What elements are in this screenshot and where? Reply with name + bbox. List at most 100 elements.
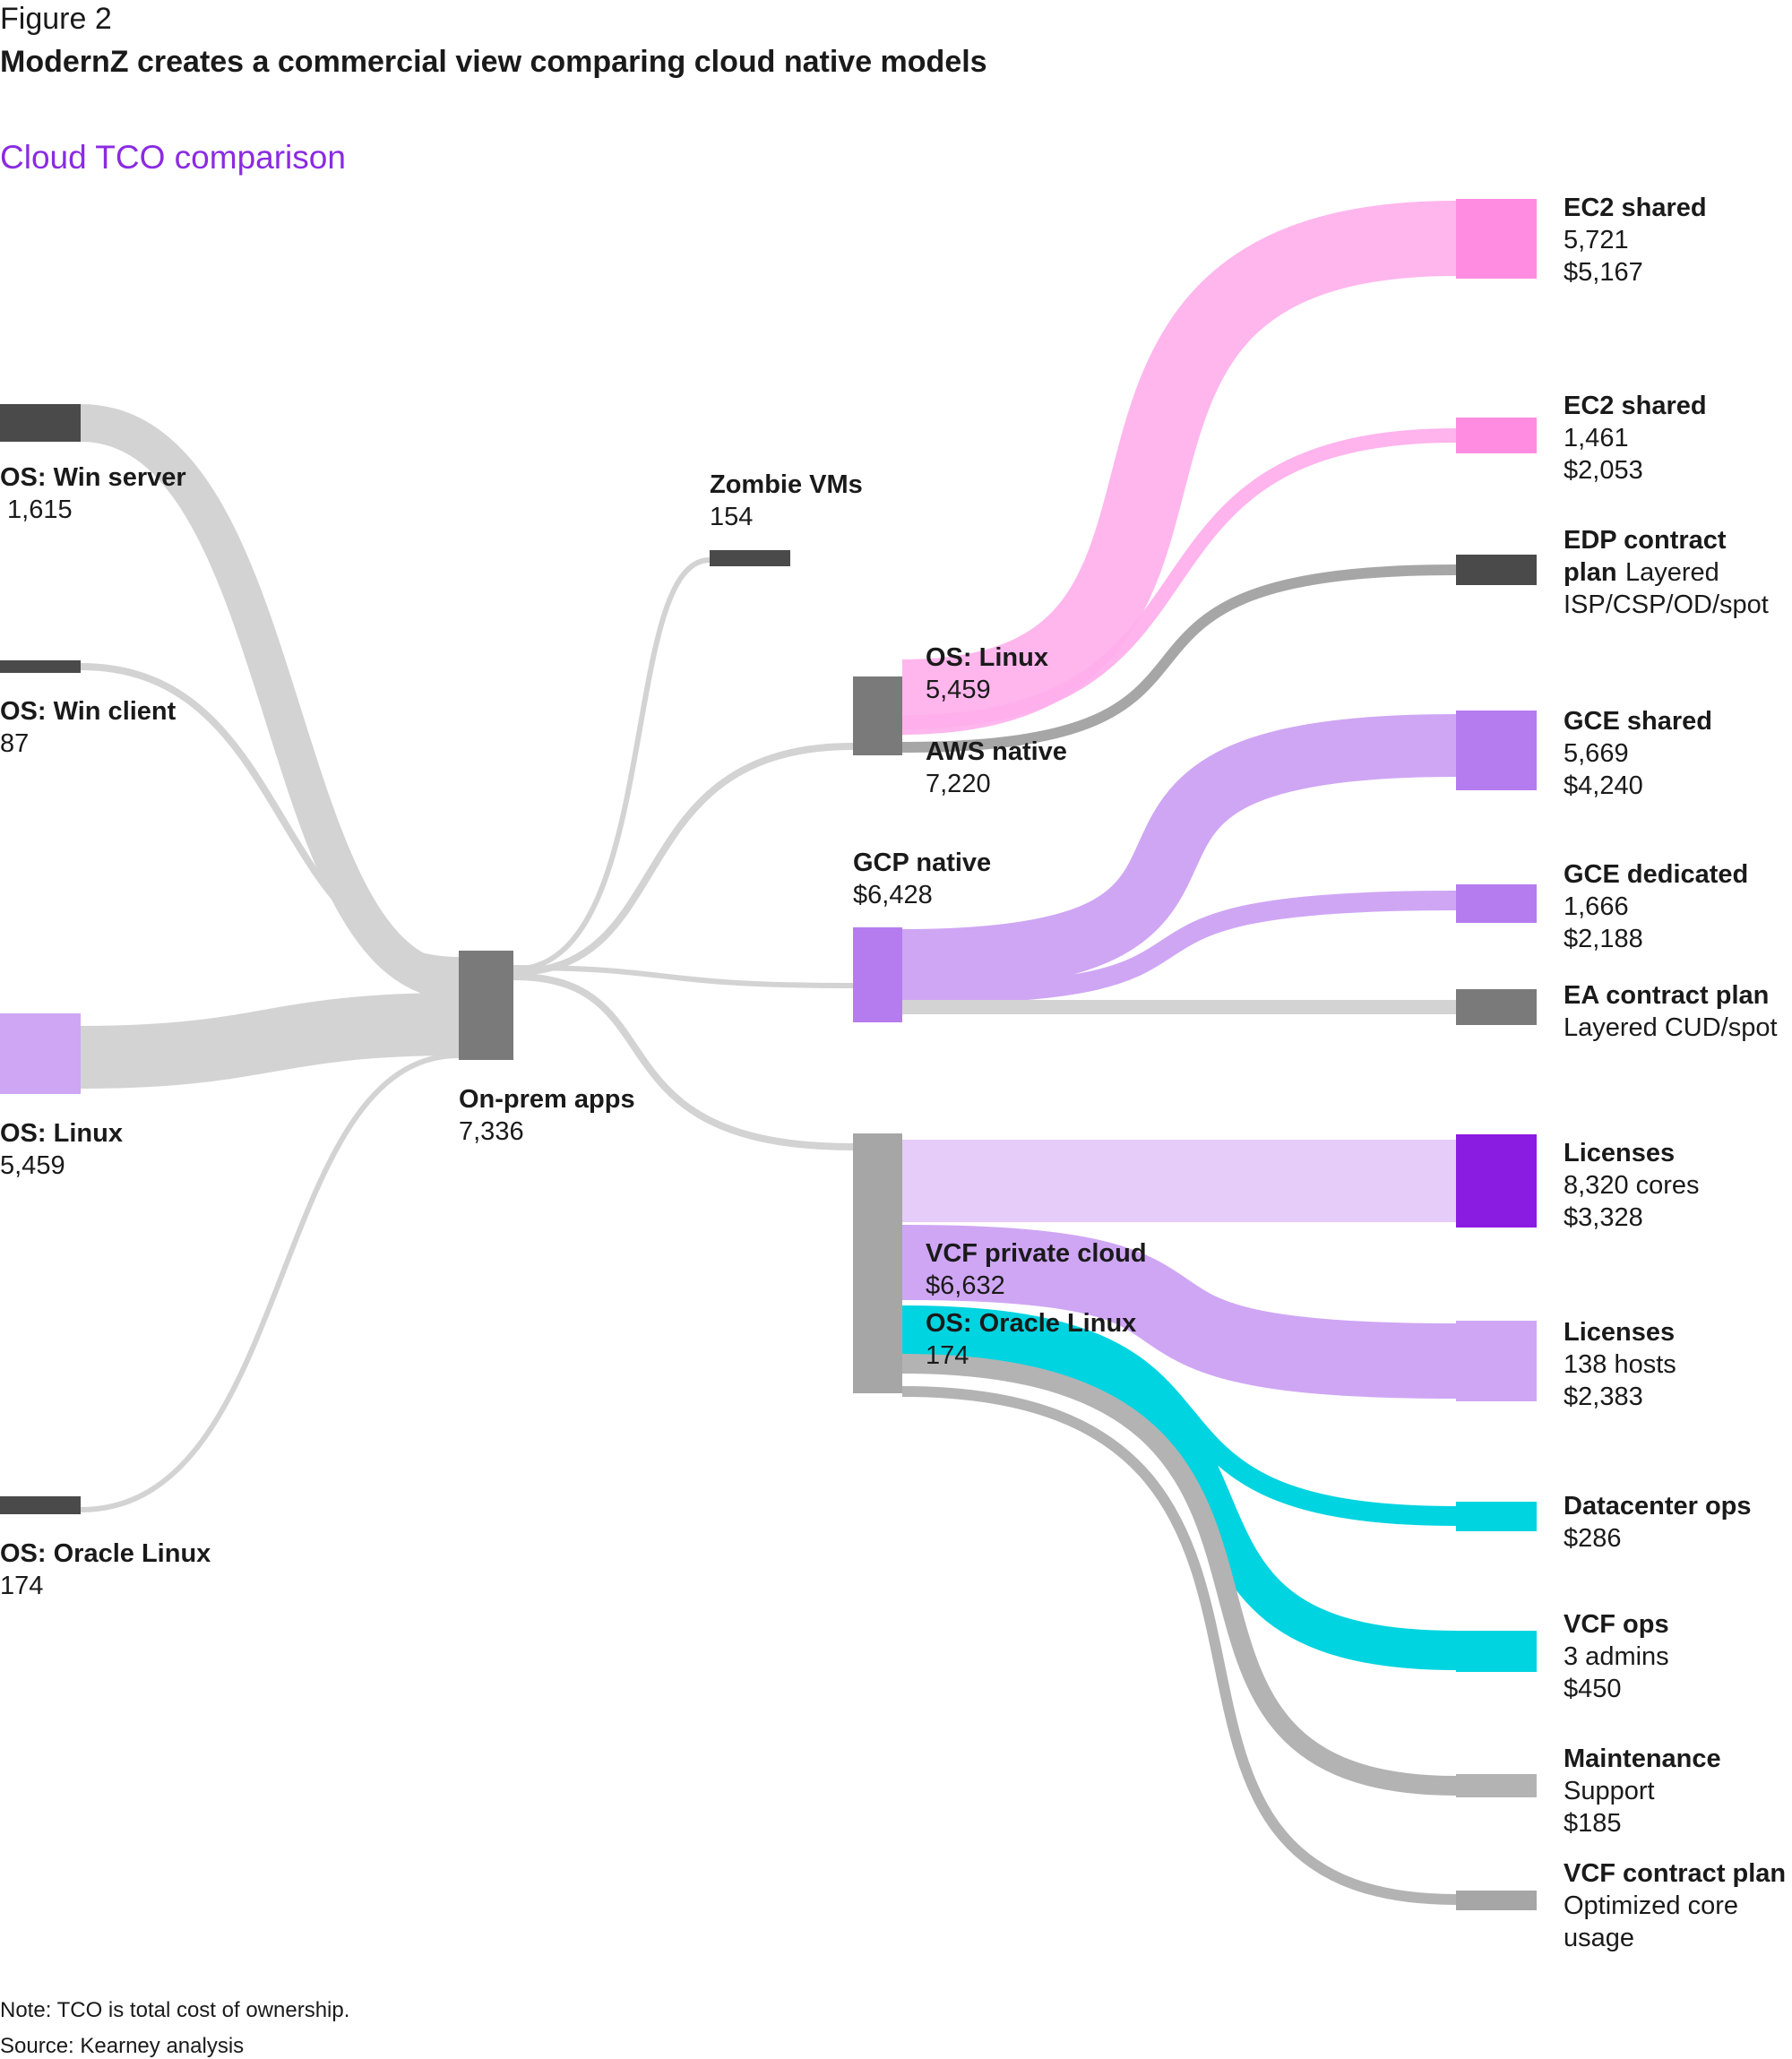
links-left bbox=[79, 404, 461, 1512]
node-gce-dedicated bbox=[1456, 884, 1537, 923]
link-win-client-onprem bbox=[80, 663, 460, 964]
label-ea-line2: Layered CUD/spot bbox=[1564, 1013, 1778, 1042]
node-ea bbox=[1456, 989, 1537, 1025]
node-ec2-shared-a bbox=[1456, 199, 1537, 279]
figure-subtitle: Cloud TCO comparison bbox=[0, 139, 346, 176]
link-oracle-onprem bbox=[80, 1053, 460, 1512]
label-lic-cores-name: Licenses bbox=[1564, 1139, 1675, 1167]
node-licenses-cores bbox=[1456, 1134, 1537, 1228]
label-aws-linux-name: OS: Linux bbox=[926, 643, 1048, 672]
link-onprem-aws bbox=[513, 743, 854, 976]
links-gcp bbox=[901, 714, 1457, 1015]
label-gcp-value: $6,428 bbox=[853, 881, 933, 909]
nodes bbox=[0, 199, 1537, 1910]
node-maintenance bbox=[1456, 1774, 1537, 1797]
label-gce-shared-name: GCE shared bbox=[1564, 707, 1712, 736]
link-gcp-gce-dedicated bbox=[901, 891, 1457, 1004]
label-aws-value: 7,220 bbox=[926, 770, 991, 798]
label-ec2-a-line3: $5,167 bbox=[1564, 258, 1643, 287]
link-vcf-vcf-ops bbox=[901, 1317, 1457, 1670]
label-gce-shared-line2: 5,669 bbox=[1564, 739, 1629, 768]
figure-title: ModernZ creates a commercial view compar… bbox=[0, 45, 987, 79]
label-dc-ops-line2: $286 bbox=[1564, 1524, 1622, 1553]
label-vcf-ops-name: VCF ops bbox=[1564, 1610, 1669, 1639]
node-gce-shared bbox=[1456, 711, 1537, 790]
link-gcp-gce-shared bbox=[901, 714, 1457, 992]
node-win-server bbox=[0, 404, 81, 442]
label-oracle-value: 174 bbox=[0, 1572, 43, 1600]
links-vcf bbox=[901, 1140, 1457, 1905]
label-linux-name: OS: Linux bbox=[0, 1119, 123, 1148]
label-maint-line3: $185 bbox=[1564, 1809, 1622, 1838]
label-lic-hosts-line3: $2,383 bbox=[1564, 1383, 1643, 1411]
link-vcf-licenses-hosts bbox=[901, 1225, 1457, 1399]
label-gce-dedicated-line2: 1,666 bbox=[1564, 892, 1629, 921]
link-vcf-maintenance bbox=[901, 1354, 1457, 1796]
label-win-server-name: OS: Win server bbox=[0, 463, 186, 492]
label-maint-line2: Support bbox=[1564, 1777, 1655, 1805]
node-licenses-hosts bbox=[1456, 1321, 1537, 1401]
label-gce-shared-line3: $4,240 bbox=[1564, 771, 1643, 800]
label-onprem-value: 7,336 bbox=[459, 1117, 524, 1146]
label-gcp-name: GCP native bbox=[853, 849, 991, 877]
label-zombie-value: 154 bbox=[710, 503, 753, 531]
node-vcf-contract bbox=[1456, 1891, 1537, 1910]
label-aws-linux-value: 5,459 bbox=[926, 676, 991, 704]
label-lic-hosts-line2: 138 hosts bbox=[1564, 1350, 1676, 1379]
node-dc-ops bbox=[1456, 1502, 1537, 1531]
label-linux-value: 5,459 bbox=[0, 1151, 65, 1180]
link-aws-ec2-shared-a bbox=[901, 201, 1457, 735]
label-ec2-b-name: EC2 shared bbox=[1564, 392, 1707, 420]
links-aws bbox=[901, 201, 1457, 753]
node-ec2-shared-b bbox=[1456, 418, 1537, 453]
node-win-client bbox=[0, 660, 81, 673]
label-gce-dedicated-line3: $2,188 bbox=[1564, 925, 1643, 953]
label-zombie-name: Zombie VMs bbox=[710, 470, 863, 499]
label-lic-hosts-name: Licenses bbox=[1564, 1318, 1675, 1347]
label-vcf-ops-line2: 3 admins bbox=[1564, 1642, 1669, 1671]
label-edp-name2: plan bbox=[1564, 558, 1617, 587]
link-win-server-onprem bbox=[79, 404, 461, 1000]
label-win-server-value: 1,615 bbox=[0, 495, 73, 524]
label-dc-ops-name: Datacenter ops bbox=[1564, 1492, 1752, 1521]
node-linux bbox=[0, 1013, 81, 1094]
links-center bbox=[513, 557, 854, 1150]
footnote: Note: TCO is total cost of ownership. bbox=[0, 1998, 350, 2022]
label-onprem-name: On-prem apps bbox=[459, 1085, 635, 1114]
link-onprem-zombie bbox=[513, 557, 711, 972]
labels: OS: Win server 1,615 OS: Win client 87 O… bbox=[0, 194, 1786, 1952]
label-edp-line2: Layered bbox=[1625, 558, 1719, 587]
label-win-client-value: 87 bbox=[0, 729, 29, 758]
label-vcf-value: $6,632 bbox=[926, 1271, 1005, 1300]
label-vcf-ops-line3: $450 bbox=[1564, 1675, 1622, 1703]
label-lic-cores-line3: $3,328 bbox=[1564, 1203, 1643, 1232]
label-aws-name: AWS native bbox=[926, 737, 1067, 766]
node-aws bbox=[853, 676, 902, 755]
link-linux-onprem bbox=[80, 993, 460, 1089]
link-aws-edp bbox=[901, 564, 1457, 753]
label-ea-name: EA contract plan bbox=[1564, 981, 1769, 1010]
node-zombie bbox=[710, 550, 790, 566]
link-onprem-gcp bbox=[513, 965, 854, 988]
label-edp-line3: ISP/CSP/OD/spot bbox=[1564, 590, 1769, 619]
link-vcf-contract bbox=[901, 1386, 1457, 1905]
label-lic-cores-line2: 8,320 cores bbox=[1564, 1171, 1700, 1200]
label-vcf-oracle-value: 174 bbox=[926, 1341, 969, 1370]
label-gce-dedicated-name: GCE dedicated bbox=[1564, 860, 1748, 889]
label-vcf-contract-line3: usage bbox=[1564, 1924, 1634, 1952]
label-ec2-b-line2: 1,461 bbox=[1564, 424, 1629, 452]
label-vcf-contract-name: VCF contract plan bbox=[1564, 1859, 1786, 1888]
figure-label: Figure 2 bbox=[0, 2, 112, 36]
node-oracle bbox=[0, 1496, 81, 1514]
node-vcf-ops bbox=[1456, 1631, 1537, 1672]
node-gcp bbox=[853, 927, 902, 1022]
label-vcf-oracle-name: OS: Oracle Linux bbox=[926, 1309, 1136, 1338]
label-ec2-a-name: EC2 shared bbox=[1564, 194, 1707, 222]
label-oracle-name: OS: Oracle Linux bbox=[0, 1539, 211, 1568]
label-ec2-b-line3: $2,053 bbox=[1564, 456, 1643, 485]
node-onprem bbox=[459, 951, 513, 1060]
label-vcf-name: VCF private cloud bbox=[926, 1239, 1147, 1268]
label-maint-name: Maintenance bbox=[1564, 1745, 1721, 1773]
label-vcf-contract-line2: Optimized core bbox=[1564, 1891, 1738, 1920]
label-win-client-name: OS: Win client bbox=[0, 697, 177, 726]
